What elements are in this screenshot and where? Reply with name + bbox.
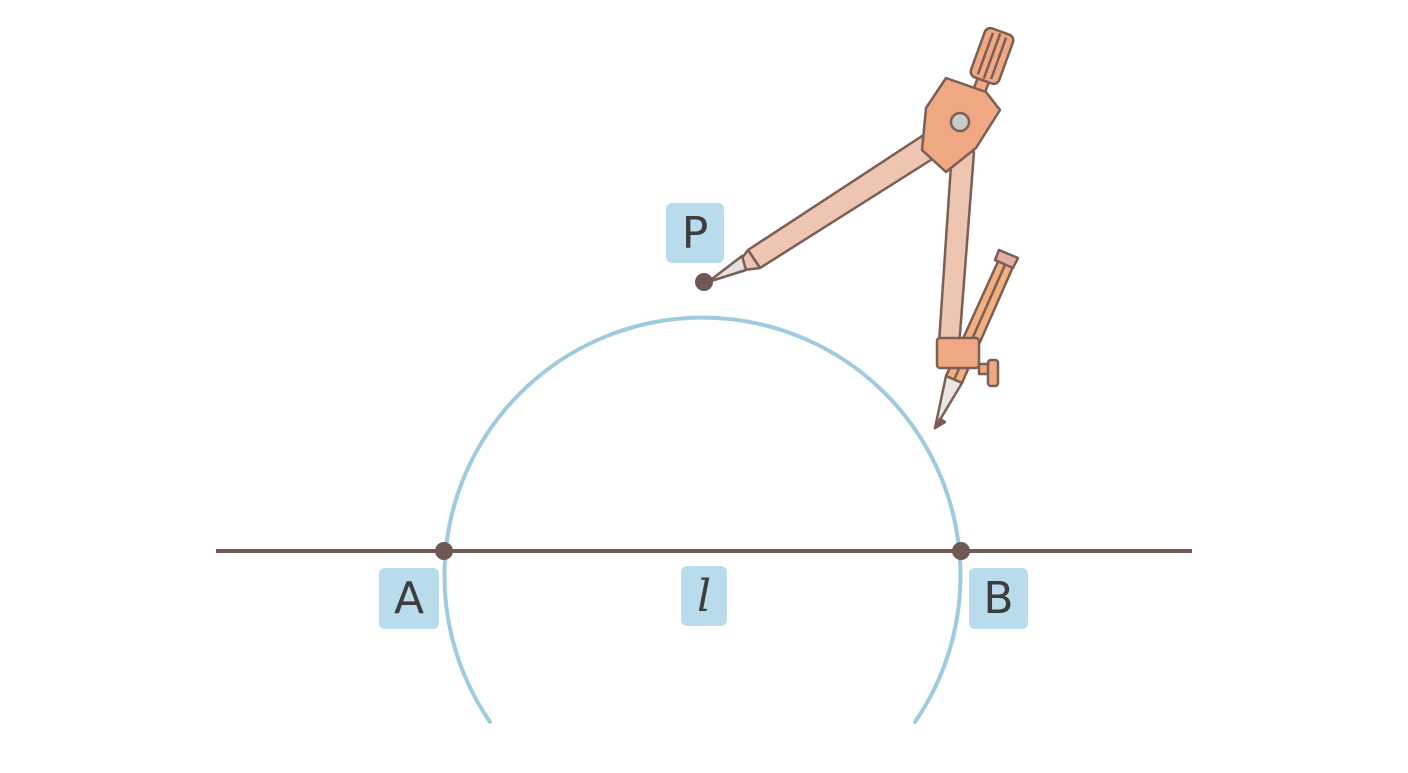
point-a [435, 542, 453, 560]
label-p: P [666, 203, 724, 263]
arc-through-a-and-b [442, 315, 963, 724]
label-a: A [379, 568, 439, 629]
point-p [695, 273, 713, 291]
point-b [952, 542, 970, 560]
label-b: B [969, 568, 1028, 629]
drawing-compass-icon [706, 26, 1020, 430]
label-line-l: l [681, 566, 727, 626]
